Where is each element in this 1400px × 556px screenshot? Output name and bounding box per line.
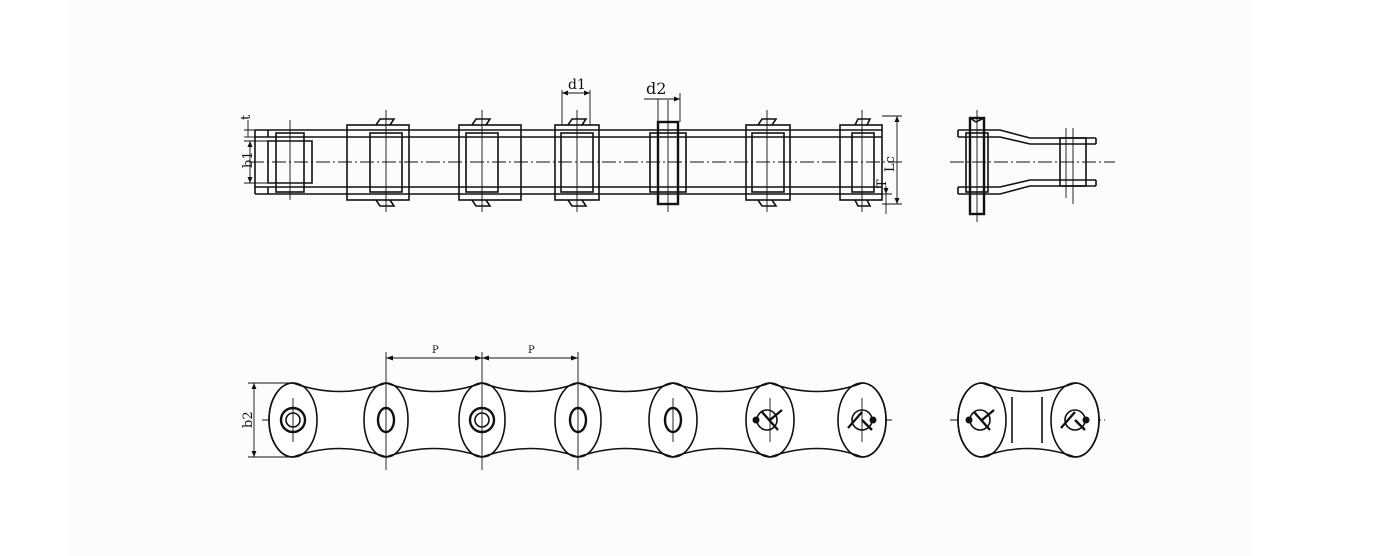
b1-label: b1: [241, 151, 256, 168]
d1-label: d1: [568, 77, 586, 93]
drawing-sheet: [70, 0, 1250, 556]
d2-label: d2: [646, 79, 666, 98]
front-side-view: [950, 382, 1105, 458]
pitch-label-2: P: [528, 345, 535, 356]
front-view: P P b2: [241, 345, 895, 470]
b2-label: b2: [241, 411, 256, 428]
lc-label: Lc: [883, 156, 898, 172]
pitch-label-1: P: [432, 345, 439, 356]
top-view: d1 d2 t b1 Lc T: [239, 77, 905, 214]
pin-group: [275, 100, 883, 212]
top-side-view: [950, 110, 1115, 222]
T-label: T: [875, 179, 890, 188]
t-label: t: [239, 114, 254, 120]
